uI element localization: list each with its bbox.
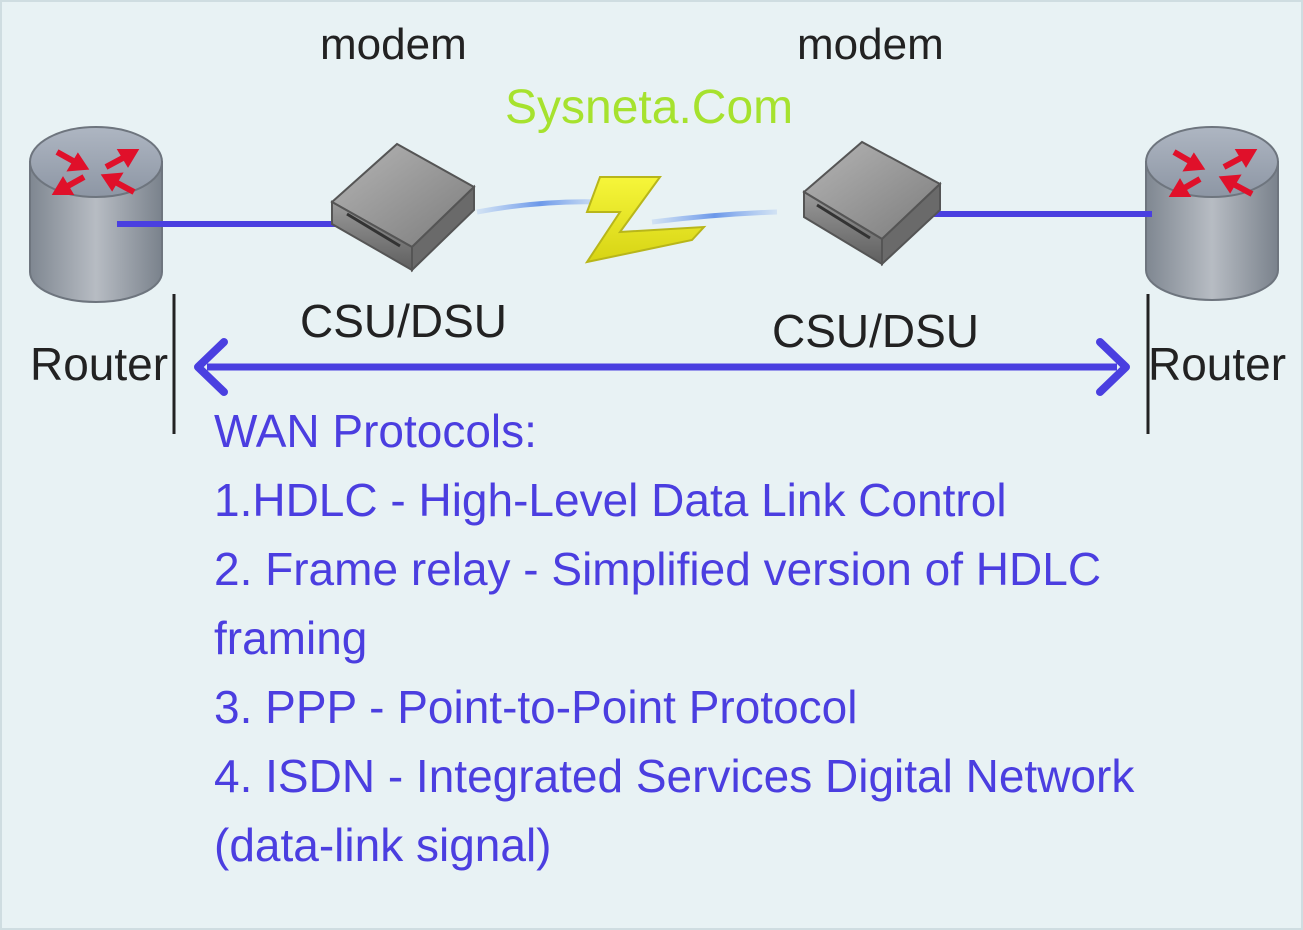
- protocol-line: framing: [214, 612, 368, 664]
- watermark-text: Sysneta.Com: [505, 81, 794, 134]
- router-label-left: Router: [30, 338, 169, 390]
- router-label-right: Router: [1148, 338, 1287, 390]
- protocol-line: 1.HDLC - High-Level Data Link Control: [214, 474, 1007, 526]
- protocol-line: (data-link signal): [214, 819, 552, 871]
- protocols-heading: WAN Protocols:: [214, 405, 537, 457]
- modem-label-right: modem: [797, 20, 944, 69]
- protocol-line: 2. Frame relay - Simplified version of H…: [214, 543, 1102, 595]
- router-left-icon: [29, 126, 163, 303]
- csu-dsu-label-left: CSU/DSU: [300, 295, 508, 347]
- wan-protocols-list: WAN Protocols: 1.HDLC - High-Level Data …: [214, 397, 1214, 880]
- double-arrow-icon: [194, 338, 1130, 396]
- csu-dsu-label-right: CSU/DSU: [772, 305, 980, 357]
- router-right-icon: [1145, 126, 1279, 301]
- lightning-bolt-icon: [584, 176, 707, 264]
- protocol-line: 3. PPP - Point-to-Point Protocol: [214, 681, 858, 733]
- modem-right-icon: [802, 140, 942, 267]
- modem-label-left: modem: [320, 20, 467, 69]
- protocol-line: 4. ISDN - Integrated Services Digital Ne…: [214, 750, 1135, 802]
- wan-link-waves: [476, 199, 778, 225]
- modem-left-icon: [330, 142, 476, 273]
